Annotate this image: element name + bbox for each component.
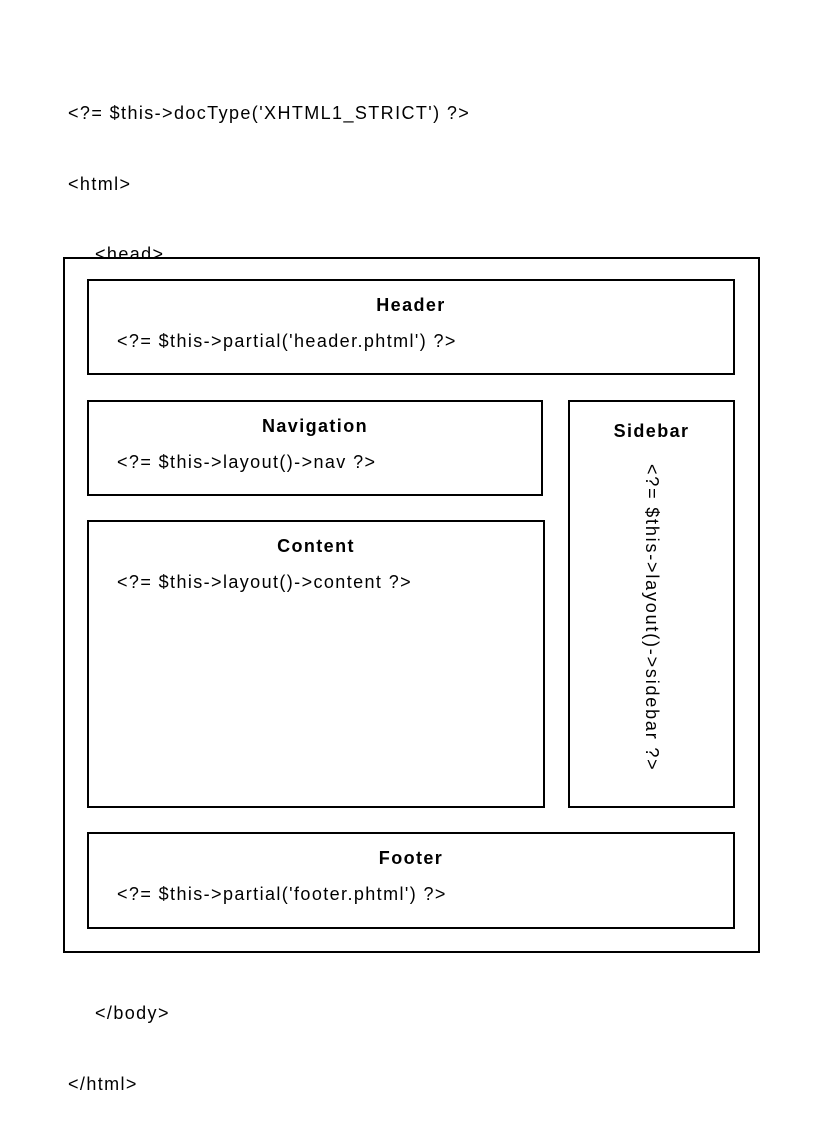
sidebar-code-wrap: <?= $this->layout()->sidebar ?> — [570, 444, 733, 807]
header-box-code: <?= $this->partial('header.phtml') ?> — [117, 330, 457, 351]
sidebar-box: Sidebar <?= $this->layout()->sidebar ?> — [568, 400, 735, 808]
layout-diagram-page: <?= $this->docType('XHTML1_STRICT') ?> <… — [63, 103, 760, 1094]
sidebar-box-code: <?= $this->layout()->sidebar ?> — [642, 464, 662, 772]
footer-box: Footer <?= $this->partial('footer.phtml'… — [87, 832, 735, 929]
bottom-code-block: </body> </html> — [68, 955, 170, 1143]
header-box-title: Header — [376, 295, 446, 315]
navigation-box-title: Navigation — [261, 416, 368, 436]
code-line-body-close: </body> — [95, 1003, 170, 1023]
navigation-box: Navigation <?= $this->layout()->nav ?> — [87, 400, 543, 496]
content-box: Content <?= $this->layout()->content ?> — [87, 520, 545, 808]
code-line-html-close: </html> — [68, 1073, 138, 1094]
footer-box-code: <?= $this->partial('footer.phtml') ?> — [117, 883, 447, 904]
code-line-html-open: <html> — [68, 173, 132, 194]
content-box-code: <?= $this->layout()->content ?> — [117, 571, 413, 592]
sidebar-box-title: Sidebar — [613, 421, 690, 441]
navigation-box-code: <?= $this->layout()->nav ?> — [117, 451, 377, 472]
footer-box-title: Footer — [378, 848, 444, 868]
code-line-doctype: <?= $this->docType('XHTML1_STRICT') ?> — [68, 103, 471, 123]
content-box-title: Content — [277, 536, 355, 556]
header-box: Header <?= $this->partial('header.phtml'… — [87, 279, 735, 375]
